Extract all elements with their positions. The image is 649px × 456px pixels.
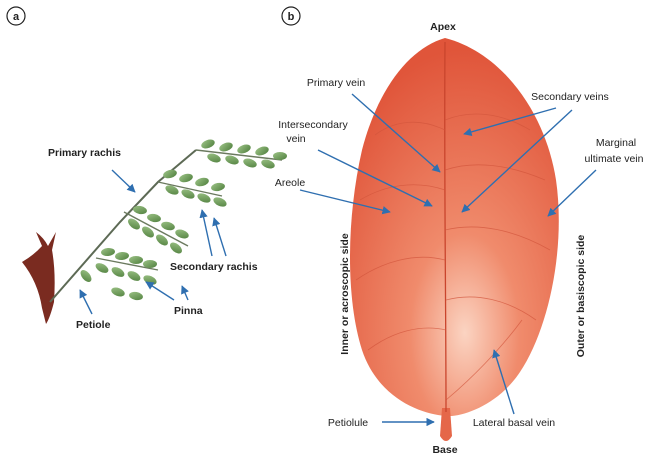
leaf-petiolule-shape <box>440 408 452 441</box>
label-petiole: Petiole <box>76 319 111 331</box>
label-intersecondary-vein-line1: Intersecondary <box>278 119 348 131</box>
label-inner-side: Inner or acroscopic side <box>339 233 351 355</box>
leaflets-branch-1 <box>200 138 287 170</box>
arrow-primary-rachis <box>112 170 135 192</box>
label-apex: Apex <box>430 21 456 33</box>
label-petiolule: Petiolule <box>328 417 368 429</box>
panel-a: a <box>7 7 287 331</box>
arrow-petiole <box>80 290 92 314</box>
panel-b-letter: b <box>288 11 295 23</box>
label-intersecondary-vein-line2: vein <box>286 133 305 145</box>
label-lateral-basal-vein: Lateral basal vein <box>473 417 555 429</box>
label-outer-side: Outer or basiscopic side <box>575 235 587 358</box>
panel-a-letter: a <box>13 11 20 23</box>
arrow-secondary-rachis-1 <box>202 210 212 256</box>
label-base: Base <box>432 444 457 456</box>
label-primary-vein: Primary vein <box>307 77 366 89</box>
label-pinna: Pinna <box>174 305 203 317</box>
arrow-pinna-1 <box>146 282 174 300</box>
label-secondary-veins: Secondary veins <box>531 91 609 103</box>
compound-leaf-illustration <box>22 138 287 324</box>
leaflets-branch-2 <box>162 168 228 208</box>
panel-b: b Apex Primary vein Secondary veins Inte… <box>275 7 644 456</box>
leaf-blade <box>350 38 559 416</box>
label-primary-rachis: Primary rachis <box>48 147 121 159</box>
label-areole: Areole <box>275 177 306 189</box>
label-marginal-line2: ultimate vein <box>585 153 644 165</box>
label-marginal-line1: Marginal <box>596 137 636 149</box>
label-secondary-rachis: Secondary rachis <box>170 261 258 273</box>
petiole-base <box>22 232 56 324</box>
arrow-secondary-rachis-2 <box>214 218 226 256</box>
arrow-pinna-2 <box>182 286 188 300</box>
